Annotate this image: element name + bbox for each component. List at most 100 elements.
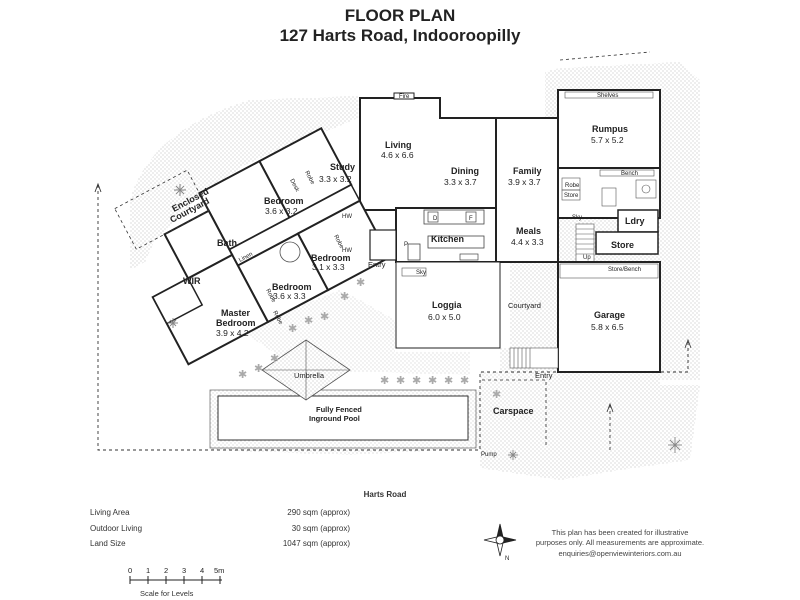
dining-label: Dining <box>451 166 479 176</box>
area-summary: Living Area 290 sqm (approx) Outdoor Livi… <box>90 508 350 555</box>
hw-label-a: HW <box>342 214 352 220</box>
scale-tick-5: 5m <box>214 566 224 575</box>
disclaimer-line-2: purposes only. All measurements are appr… <box>535 538 705 547</box>
svg-text:✱: ✱ <box>380 374 389 387</box>
area-label: Land Size <box>90 539 126 548</box>
pantry-label: P <box>404 242 408 248</box>
bedroom-a-dims: 3.6 x 3.2 <box>265 206 298 216</box>
compass-north-label: N <box>505 556 509 562</box>
bedroom-b-dims: 3.1 x 3.3 <box>312 262 345 272</box>
plan-address: 127 Harts Road, Indooroopilly <box>279 26 521 45</box>
disclaimer-line-1: This plan has been created for illustrat… <box>551 528 689 537</box>
area-label: Outdoor Living <box>90 523 143 533</box>
garage <box>557 261 661 373</box>
pool <box>217 395 469 441</box>
master-label: Master <box>221 308 251 318</box>
shelves-label: Shelves <box>597 93 618 99</box>
svg-text:✱: ✱ <box>288 322 297 335</box>
bedroom-c-label: Bedroom <box>272 282 312 292</box>
study-label: Study <box>330 162 355 172</box>
svg-text:✱: ✱ <box>356 276 365 289</box>
scale-tick-1: 1 <box>146 566 150 575</box>
store-label: Store <box>611 240 634 250</box>
umbrella-label: Umbrella <box>294 371 325 380</box>
compass-icon <box>483 523 517 557</box>
wir <box>151 277 204 325</box>
loggia-dims: 6.0 x 5.0 <box>428 312 461 322</box>
loggia <box>395 261 501 349</box>
fire-label: Fire <box>399 94 410 100</box>
fridge-label: F <box>469 216 473 222</box>
rumpus-room <box>557 89 661 169</box>
svg-text:✱: ✱ <box>304 314 313 327</box>
svg-text:✱: ✱ <box>444 374 453 387</box>
area-label: Living Area <box>90 508 130 517</box>
svg-text:✱: ✱ <box>238 368 247 381</box>
master-label-2: Bedroom <box>216 318 256 328</box>
pool-label-2: Inground Pool <box>309 414 360 423</box>
garage-dims: 5.8 x 6.5 <box>591 322 624 332</box>
svg-text:✱: ✱ <box>428 374 437 387</box>
bedroom-a-label: Bedroom <box>264 196 304 206</box>
rumpus-label: Rumpus <box>592 124 628 134</box>
sky-label-a: Sky <box>572 215 582 221</box>
family-label: Family <box>513 166 542 176</box>
shrub-row: ✱✱✱ ✱✱✱ ✱✱✱ ✱✱✱ ✱✱✱ <box>238 276 501 401</box>
kitchen-label: Kitchen <box>431 234 464 244</box>
bath-label: Bath <box>217 238 237 248</box>
entry-label-a: Entry <box>368 260 386 269</box>
area-row: Outdoor Living 30 sqm (approx) <box>90 524 350 540</box>
svg-text:✱: ✱ <box>320 310 329 323</box>
svg-text:✱: ✱ <box>340 290 349 303</box>
area-value: 30 sqm (approx) <box>291 523 350 533</box>
scale-bar <box>129 576 222 584</box>
ldry-label: Ldry <box>625 216 645 226</box>
master-dims: 3.9 x 4.2 <box>216 328 249 338</box>
store-room <box>595 231 659 255</box>
robe-rumpus-label: Robe <box>565 183 580 189</box>
meals-dims: 4.4 x 3.3 <box>511 237 544 247</box>
dining-dims: 3.3 x 3.7 <box>444 177 477 187</box>
svg-text:✱: ✱ <box>254 362 263 375</box>
scale-tick-3: 3 <box>182 566 186 575</box>
area-value: 290 sqm (approx) <box>287 508 350 517</box>
loggia-label: Loggia <box>432 300 462 310</box>
store-small-label: Store <box>564 193 579 199</box>
entry-label-b: Entry <box>535 371 553 380</box>
meals-label: Meals <box>516 226 541 236</box>
bench-label: Bench <box>621 171 638 177</box>
wir-label: WIR <box>183 276 201 286</box>
property-boundary <box>97 185 689 451</box>
contact-email[interactable]: enquiries@openviewinteriors.com.au <box>558 549 682 558</box>
shrub-icons <box>168 184 682 460</box>
area-row: Living Area 290 sqm (approx) <box>90 508 350 524</box>
svg-text:✱: ✱ <box>460 374 469 387</box>
scale-tick-2: 2 <box>164 566 168 575</box>
svg-text:✱: ✱ <box>396 374 405 387</box>
disclaimer: This plan has been created for illustrat… <box>520 528 720 559</box>
garden-area-loggia-right <box>500 262 558 372</box>
scale-tick-0: 0 <box>128 566 132 575</box>
svg-text:✱: ✱ <box>270 352 279 365</box>
study-dims: 3.3 x 3.2 <box>319 174 352 184</box>
courtyard-label: Courtyard <box>508 301 541 310</box>
bedroom-b-label: Bedroom <box>311 253 351 263</box>
bedroom-c-dims: 3.6 x 3.3 <box>273 291 306 301</box>
hw-label-b: HW <box>342 248 352 254</box>
pool-label: Fully Fenced <box>316 405 362 414</box>
stairs-up-label: Up <box>583 255 591 261</box>
scale-caption: Scale for Levels <box>140 589 194 598</box>
living-label: Living <box>385 140 412 150</box>
street-name: Harts Road <box>363 490 407 499</box>
plan-title: FLOOR PLAN <box>344 6 456 25</box>
carspace-label: Carspace <box>493 406 534 416</box>
dishwasher-label: D <box>433 216 438 222</box>
family-dims: 3.9 x 3.7 <box>508 177 541 187</box>
svg-text:✱: ✱ <box>412 374 421 387</box>
store-bench-label: Store/Bench <box>608 267 641 273</box>
rumpus-dims: 5.7 x 5.2 <box>591 135 624 145</box>
area-value: 1047 sqm (approx) <box>282 539 350 548</box>
scale-tick-4: 4 <box>200 566 204 575</box>
enclosed-courtyard <box>114 169 210 250</box>
